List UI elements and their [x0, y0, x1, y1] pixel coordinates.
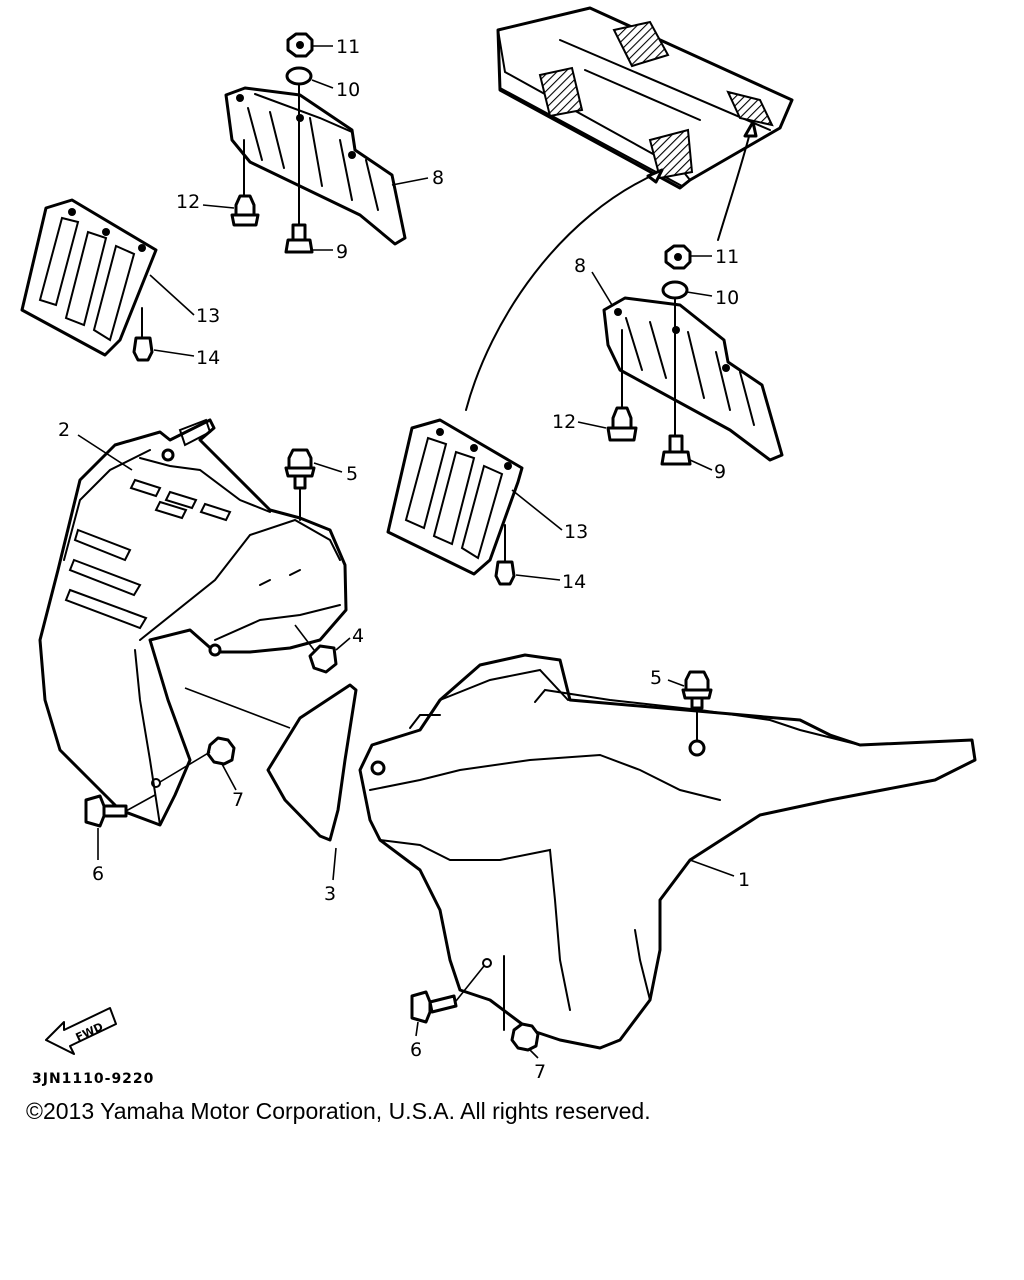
- callout-7-right: 7: [534, 1061, 546, 1083]
- callout-8-upper: 8: [432, 167, 444, 189]
- bolt-12-right: [606, 406, 638, 442]
- callout-12-right: 12: [552, 411, 576, 433]
- callout-5-left: 5: [346, 463, 358, 485]
- clip-4: [308, 644, 338, 674]
- callout-8-right: 8: [574, 255, 586, 277]
- screw-14-upper: [132, 336, 154, 362]
- nut-11-right: [664, 244, 692, 270]
- washer-10-upper: [285, 66, 313, 86]
- bolt-5-left: [284, 448, 316, 490]
- forward-direction-arrow: FWD: [45, 1007, 117, 1055]
- callout-12-upper: 12: [176, 191, 200, 213]
- callout-11-upper: 11: [336, 36, 360, 58]
- bolt-12-upper: [230, 194, 260, 227]
- nut-7-left: [206, 736, 236, 766]
- bolt-9-right: [660, 434, 692, 466]
- drawing-code: 3JN1110-9220: [32, 1071, 154, 1087]
- leader-line-3: [184, 687, 291, 729]
- callout-4: 4: [352, 625, 364, 647]
- panel-upper-left: [20, 198, 158, 357]
- callout-14-middle: 14: [562, 571, 586, 593]
- leader-line: [159, 751, 211, 783]
- callout-1: 1: [738, 869, 750, 891]
- callout-10-upper: 10: [336, 79, 360, 101]
- callout-13-middle: 13: [564, 521, 588, 543]
- install-arrow-line: [717, 124, 753, 241]
- callout-10-right: 10: [715, 287, 739, 309]
- assembly-centerline: [294, 624, 315, 651]
- nut-11-upper: [286, 32, 314, 58]
- copyright-notice: ©2013 Yamaha Motor Corporation, U.S.A. A…: [26, 1098, 651, 1124]
- install-arrowhead: [646, 168, 664, 184]
- left-side-cover: [38, 418, 348, 827]
- bolt-5-right: [681, 670, 713, 710]
- small-side-panel: [266, 683, 358, 842]
- washer-10-right: [661, 280, 689, 300]
- callout-11-right: 11: [715, 246, 739, 268]
- callout-6-left: 6: [92, 863, 104, 885]
- callout-14-upper: 14: [196, 347, 220, 369]
- carrier-tray: [496, 6, 794, 190]
- callout-labels: 11 10 8 12 9 13 14 2 5 4 11 10 8 12 9 13…: [58, 36, 750, 1083]
- callout-9-upper: 9: [336, 241, 348, 263]
- screw-14-middle: [494, 560, 516, 586]
- right-side-cover: [358, 653, 977, 1050]
- install-arrow-line: [465, 171, 661, 411]
- callout-9-right: 9: [714, 461, 726, 483]
- leader-line: [125, 794, 156, 812]
- callout-2: 2: [58, 419, 70, 441]
- mounting-hole: [151, 778, 161, 788]
- screw-6-right: [410, 990, 458, 1024]
- callout-3: 3: [324, 883, 336, 905]
- callout-13-upper: 13: [196, 305, 220, 327]
- nut-7-right: [510, 1022, 540, 1052]
- panel-middle: [386, 418, 524, 576]
- callout-7-left: 7: [232, 789, 244, 811]
- callout-5-right: 5: [650, 667, 662, 689]
- screw-6-left: [84, 794, 128, 828]
- callout-leaders: [77, 45, 735, 1059]
- leader-line: [455, 965, 485, 1002]
- callout-6-right: 6: [410, 1039, 422, 1061]
- install-arrowhead: [743, 120, 758, 138]
- bolt-9-upper: [284, 223, 314, 254]
- mounting-hole: [482, 958, 492, 968]
